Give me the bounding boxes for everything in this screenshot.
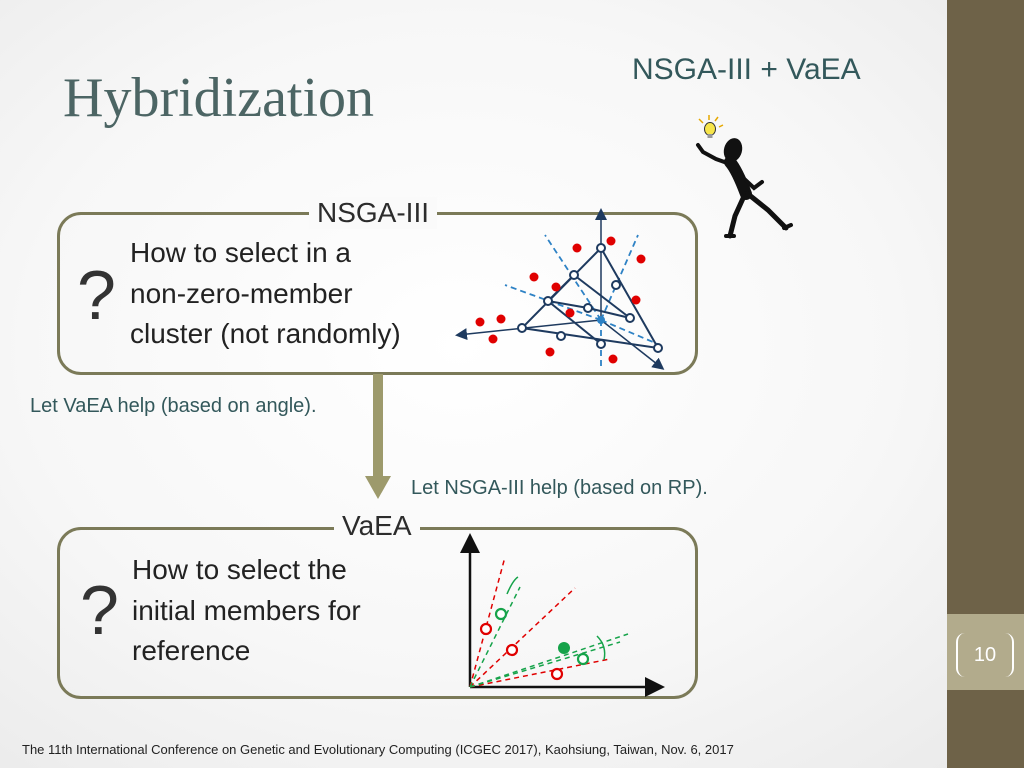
green-direction-line [469, 586, 521, 688]
page-number-tab [947, 614, 1024, 690]
green-direction-line [469, 641, 621, 688]
reference-point [596, 339, 606, 349]
solution-point [608, 354, 618, 364]
solution-point [475, 317, 485, 327]
triangle-inner-line [587, 307, 631, 319]
reference-point [653, 343, 663, 353]
reference-point [611, 280, 621, 290]
green-hollow-point [494, 607, 508, 621]
green-hollow-point [576, 652, 590, 666]
angle-arc [506, 576, 519, 595]
red-hollow-point [550, 667, 564, 681]
red-hollow-point [479, 622, 493, 636]
red-hollow-point [505, 643, 519, 657]
reference-point [625, 313, 635, 323]
red-direction-line [469, 587, 576, 688]
solution-point [565, 308, 575, 318]
red-direction-line [469, 556, 506, 688]
solution-point [606, 236, 616, 246]
reference-line [600, 234, 639, 321]
triangle-inner-line [573, 274, 631, 319]
green-filled-point [558, 642, 570, 654]
vaea-question-text: How to select the initial members for re… [132, 550, 361, 672]
solution-point [631, 295, 641, 305]
text-line: cluster (not randomly) [130, 318, 401, 349]
solution-point [551, 282, 561, 292]
solution-point [488, 334, 498, 344]
reference-point [569, 270, 579, 280]
page-number: 10 [956, 633, 1014, 677]
triangle-inner-line [547, 300, 589, 309]
footer-citation: The 11th International Conference on Gen… [22, 742, 734, 757]
text-line: reference [132, 635, 251, 666]
angle-arc [596, 635, 606, 661]
solution-point [529, 272, 539, 282]
reference-point [517, 323, 527, 333]
text-line: How to select the [132, 554, 347, 585]
slide-title: Hybridization [63, 67, 375, 129]
text-line: non-zero-member [130, 277, 353, 309]
solution-point [636, 254, 646, 264]
nsga-iii-question-text: How to select in a non-zero-member clust… [130, 233, 401, 355]
solution-point [572, 243, 582, 253]
ideal-point [597, 316, 605, 324]
vaea-angle-diagram [460, 533, 665, 697]
text-line: How to select in a [130, 237, 351, 268]
stick-figure-lightbulb-icon [696, 115, 793, 239]
reference-point [596, 243, 606, 253]
reference-point [556, 331, 566, 341]
text-line: initial members for [132, 594, 361, 626]
triangle-inner-line [547, 300, 602, 345]
solution-point [545, 347, 555, 357]
vaea-panel-label: VaEA [334, 510, 420, 542]
solution-point [496, 314, 506, 324]
reference-line [600, 319, 661, 346]
nsga-iii-reference-diagram [455, 208, 665, 370]
reference-point [543, 296, 553, 306]
note-vaea-help: Let VaEA help (based on angle). [30, 395, 317, 417]
reference-point [583, 303, 593, 313]
down-arrow [365, 374, 391, 499]
nsga-iii-panel-label: NSGA-III [309, 197, 438, 229]
triangle-inner-line [547, 274, 575, 302]
question-mark-icon: ? [77, 256, 116, 334]
question-mark-icon: ? [80, 571, 119, 649]
slide-subtitle: NSGA-III + VaEA [632, 53, 861, 86]
note-nsga-iii-help: Let NSGA-III help (based on RP). [411, 477, 708, 499]
axis-line [455, 319, 602, 341]
